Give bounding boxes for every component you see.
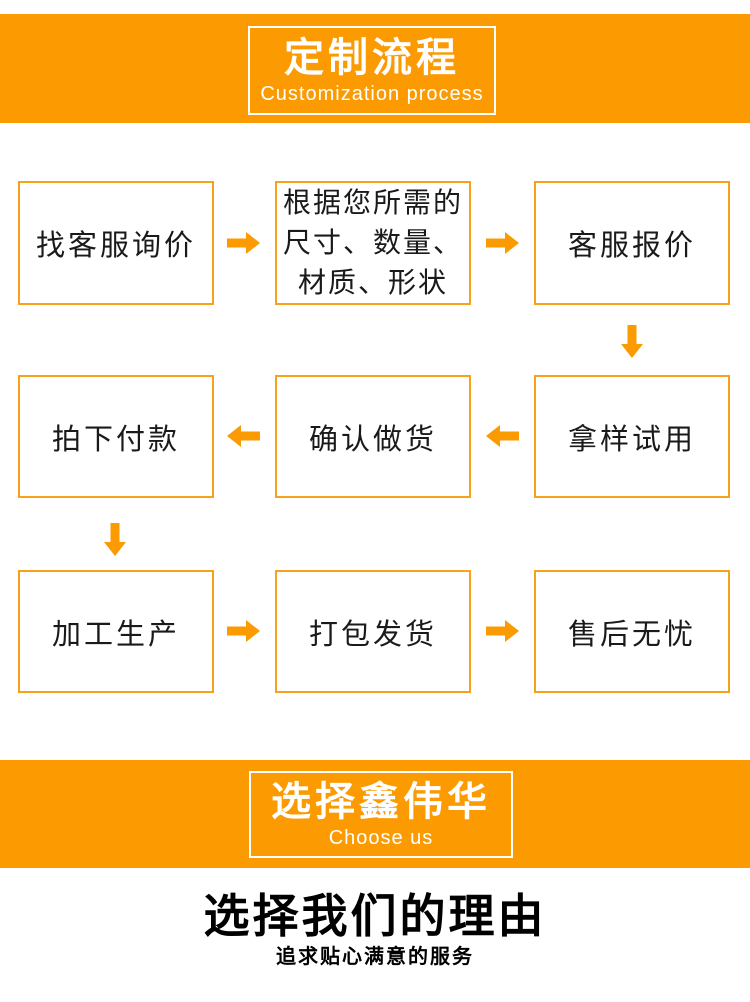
flow-step-label: 加工生产 xyxy=(51,618,180,651)
flow-step-label: 拿样试用 xyxy=(567,423,696,456)
flow-step-label-line: 根据您所需的 xyxy=(282,187,463,218)
flow-step-label-line: 材质、形状 xyxy=(297,267,448,298)
flow-step-ask-service: 找客服询价 xyxy=(18,181,214,305)
bottom-banner-subtitle: Choose us xyxy=(328,826,434,849)
bottom-banner: 选择鑫伟华 Choose us xyxy=(0,760,750,868)
top-banner-subtitle: Customization process xyxy=(260,82,484,105)
arrow-left-icon xyxy=(227,425,260,447)
flow-step-label-line: 尺寸、数量、 xyxy=(282,227,463,258)
arrow-right-icon xyxy=(486,620,519,642)
flow-step-confirm: 确认做货 xyxy=(275,375,471,498)
flow-step-label: 打包发货 xyxy=(308,618,437,651)
bottom-banner-title: 选择鑫伟华 xyxy=(271,779,491,824)
arrow-right-icon xyxy=(227,232,260,254)
footer-heading: 选择我们的理由 xyxy=(203,890,547,942)
flow-step-pay: 拍下付款 xyxy=(18,375,214,498)
arrow-right-icon xyxy=(486,232,519,254)
flow-step-aftersales: 售后无忧 xyxy=(534,570,730,693)
bottom-banner-box: 选择鑫伟华 Choose us xyxy=(249,771,513,858)
flow-step-label: 确认做货 xyxy=(308,423,437,456)
arrow-down-icon xyxy=(621,325,643,358)
arrow-left-icon xyxy=(486,425,519,447)
flow-step-sample: 拿样试用 xyxy=(534,375,730,498)
top-banner: 定制流程 Customization process xyxy=(0,14,750,123)
flow-step-shipping: 打包发货 xyxy=(275,570,471,693)
flow-step-requirements: 根据您所需的 尺寸、数量、 材质、形状 xyxy=(275,181,471,305)
flow-step-label: 找客服询价 xyxy=(35,230,196,262)
top-banner-box: 定制流程 Customization process xyxy=(248,26,496,115)
flow-step-quote: 客服报价 xyxy=(534,181,730,305)
flow-step-label: 客服报价 xyxy=(567,230,696,262)
arrow-right-icon xyxy=(227,620,260,642)
top-banner-title: 定制流程 xyxy=(284,35,460,80)
arrow-down-icon xyxy=(104,523,126,556)
flow-step-production: 加工生产 xyxy=(18,570,214,693)
footer-subheading: 追求贴心满意的服务 xyxy=(276,946,474,968)
flow-step-label: 售后无忧 xyxy=(567,618,696,651)
flow-step-label: 拍下付款 xyxy=(51,423,180,456)
